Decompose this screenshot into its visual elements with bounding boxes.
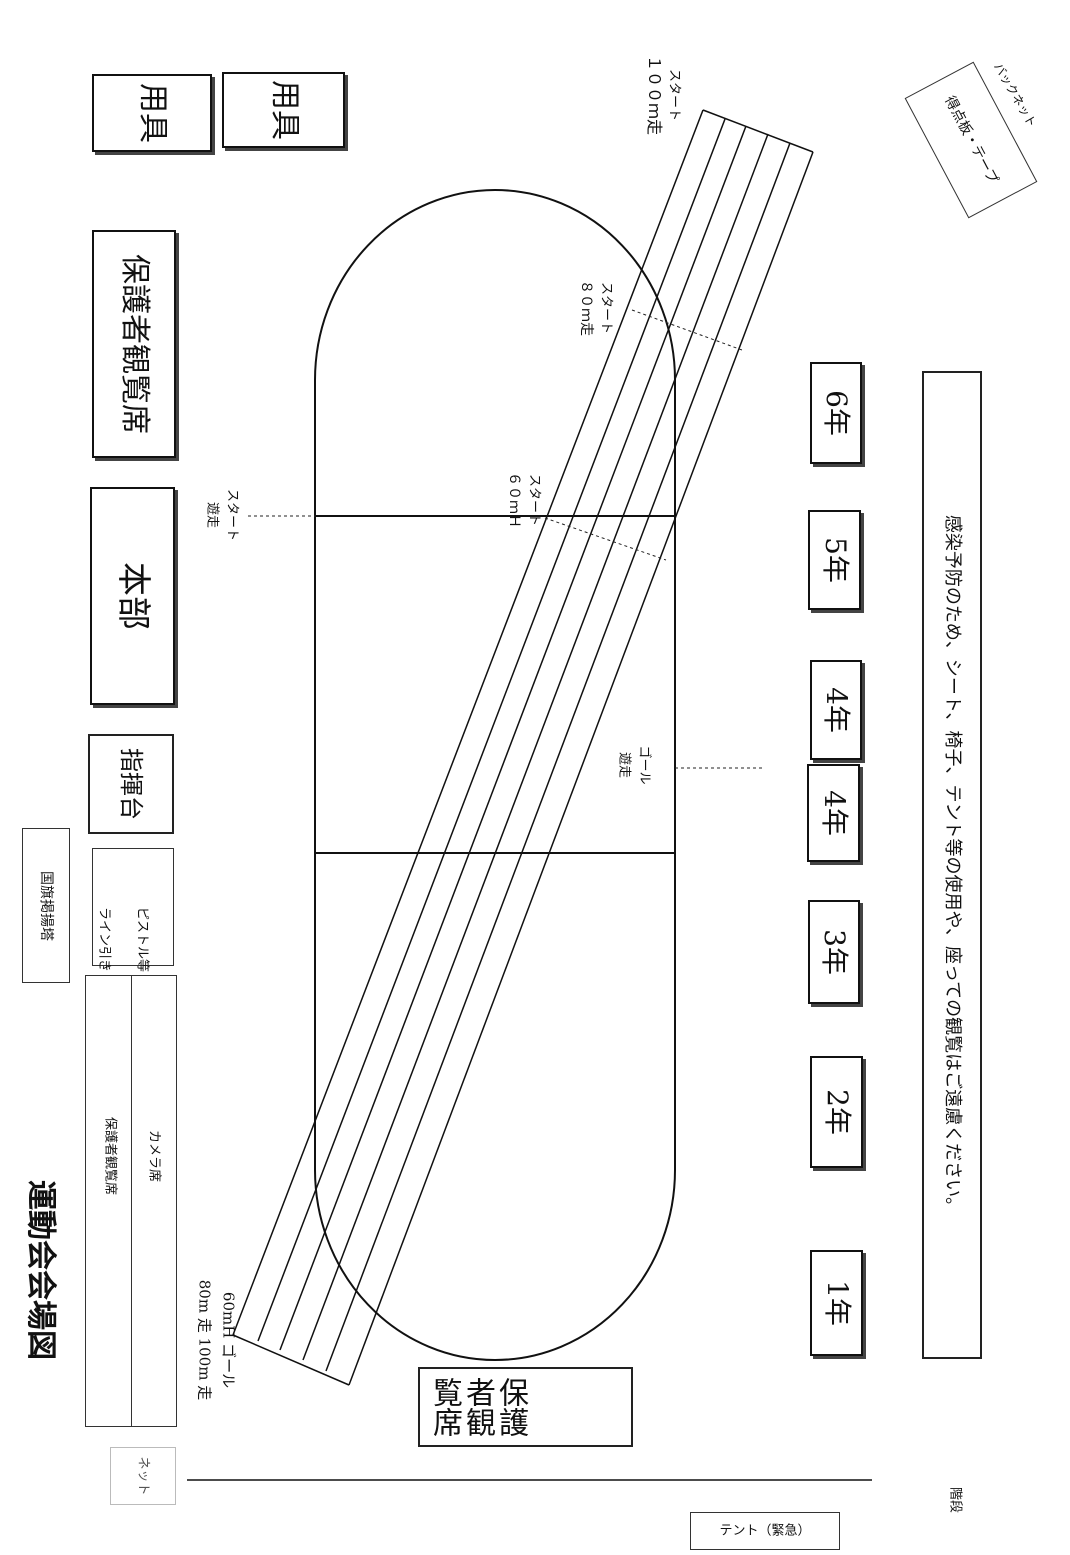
flagpole-box: 国旗掲揚塔: [22, 828, 70, 983]
label-60mh-start: ６０ｍＨ スタート: [506, 472, 542, 528]
stairs-label: 階段: [947, 1486, 963, 1514]
label-relay-goal: 遊走 ゴール: [616, 745, 652, 785]
tent-box: テント（緊急）: [690, 1512, 840, 1550]
spectator-area-top: 保護者観覧席: [92, 230, 176, 458]
grade-box-5: 5年: [808, 510, 861, 610]
net-box: ネット: [110, 1447, 176, 1505]
grade-box-2: 2年: [810, 1056, 863, 1168]
line-pistol-box: ライン引き ピストル等: [92, 848, 174, 972]
label-goal: 80m 走 100m 走 60mH ゴール: [195, 1279, 238, 1401]
spectator-camera-box: 保護者観覧席 カメラ席: [85, 975, 177, 1427]
grade-box-4b: 4年: [810, 660, 862, 760]
label-100m-start: １００ｍ走 スタート: [645, 54, 682, 136]
spectator-area-bottom: 保護者観覧席: [418, 1367, 633, 1447]
headquarters-box: 本部: [90, 487, 175, 705]
page-title: 運動会会場図: [23, 1180, 58, 1360]
label-80m-start: ８０ｍ走 スタート: [578, 280, 614, 336]
grade-box-3: 3年: [808, 900, 860, 1004]
label-relay-start: 遊走 スタート: [204, 488, 240, 542]
oval-track: [314, 189, 676, 1361]
conductor-stand-box: 指揮台: [88, 734, 174, 834]
grade-box-1: 1年: [810, 1250, 863, 1356]
equipment-box-1: 用具: [92, 74, 212, 152]
notice-box: 感染予防のため、シート、椅子、テント等の使用や、座っての観覧はご遠慮ください。: [922, 371, 982, 1359]
dotted-guides: [248, 309, 765, 769]
equipment-box-2: 用具: [222, 72, 345, 148]
grade-box-6: 6年: [810, 362, 862, 464]
sprint-lanes: [232, 109, 814, 1386]
grade-box-4a: 4年: [807, 764, 860, 862]
